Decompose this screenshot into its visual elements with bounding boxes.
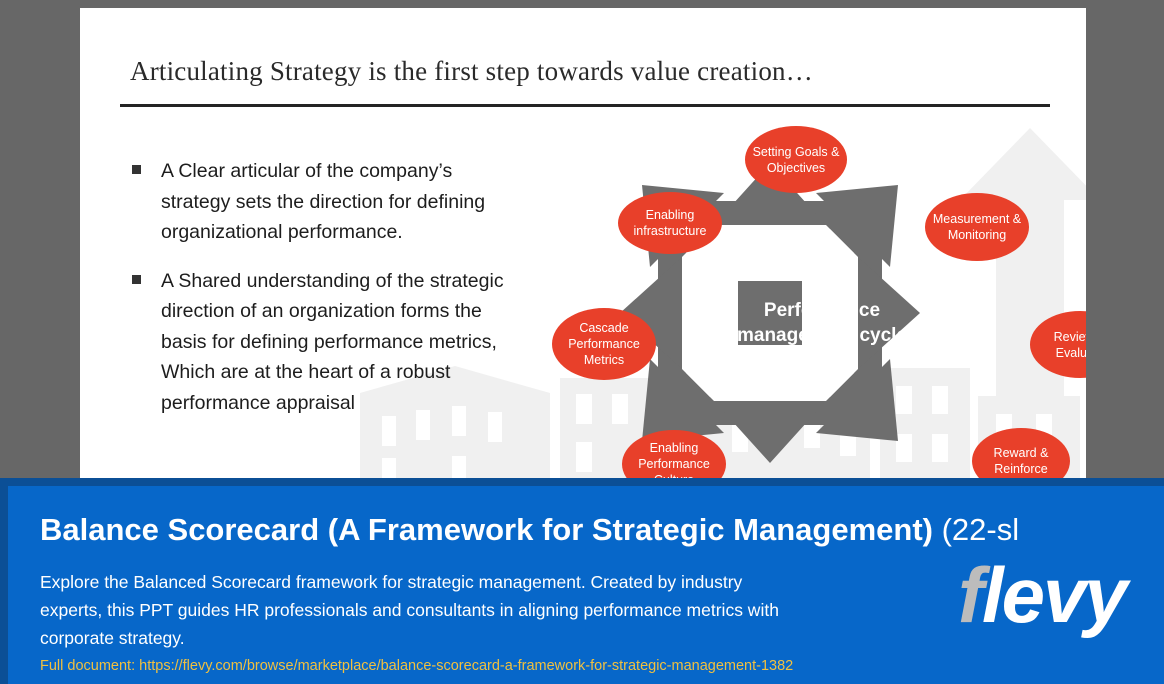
banner-title-strong: Balance Scorecard (A Framework for Strat…	[40, 512, 933, 547]
list-item: A Clear articular of the company’s strat…	[132, 156, 522, 248]
full-document-link[interactable]: Full document: https://flevy.com/browse/…	[40, 658, 794, 674]
node-label: Reward & Reinforce	[993, 446, 1049, 476]
square-bullet-icon	[132, 274, 141, 284]
bullet-text: A Clear articular of the company’s strat…	[161, 160, 486, 243]
node-enabling-performance-culture[interactable]: Enabling Performance Culture	[622, 430, 726, 486]
square-bullet-icon	[132, 165, 141, 174]
banner-inner: Balance Scorecard (A Framework for Strat…	[8, 486, 1164, 684]
node-label: Review & Evaluate	[1053, 329, 1086, 360]
node-review-evaluate[interactable]: Review & Evaluate	[1030, 311, 1086, 378]
flevy-logo[interactable]: flevy	[958, 556, 1128, 634]
performance-management-cycle-diagram: Performance management cycle Setting Goa…	[470, 108, 1086, 486]
slide-title: Articulating Strategy is the first step …	[130, 56, 813, 86]
node-reward-reinforce[interactable]: Reward & Reinforce	[972, 428, 1070, 486]
slide-canvas: Articulating Strategy is the first step …	[80, 8, 1086, 486]
node-measurement-monitoring[interactable]: Measurement & Monitoring	[925, 193, 1029, 261]
title-underline-rule	[120, 104, 1050, 107]
banner-description: Explore the Balanced Scorecard framework…	[40, 572, 779, 648]
node-setting-goals[interactable]: Setting Goals & Objectives	[745, 126, 847, 193]
list-item: A Shared understanding of the strategic …	[132, 266, 522, 419]
flevy-promo-banner: Balance Scorecard (A Framework for Strat…	[0, 478, 1164, 684]
bullet-list: A Clear articular of the company’s strat…	[132, 156, 522, 436]
node-enabling-infrastructure[interactable]: Enabling infrastructure	[618, 192, 722, 254]
banner-title: Balance Scorecard (A Framework for Strat…	[40, 512, 1019, 548]
node-label: Setting Goals & Objectives	[752, 144, 840, 175]
node-label: Cascade Performance Metrics	[568, 321, 640, 367]
node-label: Measurement & Monitoring	[932, 212, 1022, 242]
banner-title-light: (22-sl	[932, 512, 1020, 547]
node-cascade-performance-metrics[interactable]: Cascade Performance Metrics	[552, 308, 656, 380]
bullet-text: A Shared understanding of the strategic …	[161, 269, 504, 414]
node-label: Enabling infrastructure	[633, 208, 707, 238]
flevy-logo-levy: levy	[981, 551, 1128, 639]
flevy-logo-f: f	[958, 551, 984, 639]
